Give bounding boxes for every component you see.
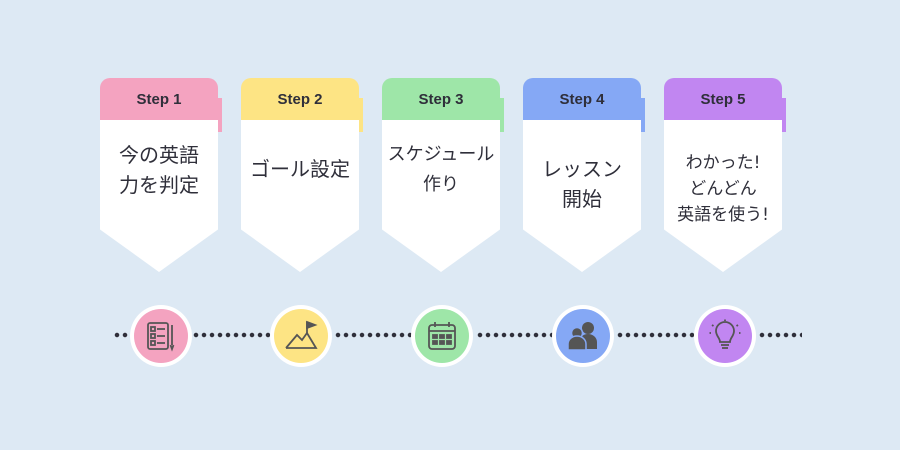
timeline-node-2 — [270, 305, 332, 367]
step-text: スケジュール 作り — [387, 144, 495, 195]
step-card-5: Step 5 わかった! どんどん 英語を使う! — [664, 78, 786, 272]
step-label: Step 4 — [523, 78, 641, 120]
step-text: わかった! どんどん 英語を使う! — [677, 153, 769, 225]
step-card-1: Step 1 今の英語 力を判定 — [100, 78, 222, 272]
timeline-node-4 — [552, 305, 614, 367]
timeline-dots — [113, 332, 135, 338]
step-card-3: Step 3 スケジュール 作り — [382, 78, 504, 272]
step-label: Step 1 — [100, 78, 218, 120]
timeline-node-5 — [694, 305, 756, 367]
people-icon — [567, 322, 597, 351]
lightbulb-icon — [709, 319, 741, 349]
timeline-dots — [334, 332, 414, 338]
timeline-node-1 — [130, 305, 192, 367]
step-label: Step 2 — [241, 78, 359, 120]
step-text: レッスン 開始 — [542, 157, 622, 211]
calendar-icon — [428, 322, 456, 350]
step-text: ゴール設定 — [250, 157, 350, 181]
step-text: 今の英語 力を判定 — [119, 143, 199, 197]
step-label: Step 3 — [382, 78, 500, 120]
step-label: Step 5 — [664, 78, 782, 120]
step-card-2: Step 2 ゴール設定 — [241, 78, 363, 272]
timeline-dots — [192, 332, 272, 338]
timeline-node-3 — [411, 305, 473, 367]
step-card-body — [241, 120, 359, 272]
timeline-dots — [758, 332, 802, 338]
timeline-dots — [616, 332, 696, 338]
mountain-flag-icon — [285, 320, 318, 349]
timeline-dots — [476, 332, 556, 338]
checklist-icon — [147, 322, 175, 352]
step-card-4: Step 4 レッスン 開始 — [523, 78, 645, 272]
